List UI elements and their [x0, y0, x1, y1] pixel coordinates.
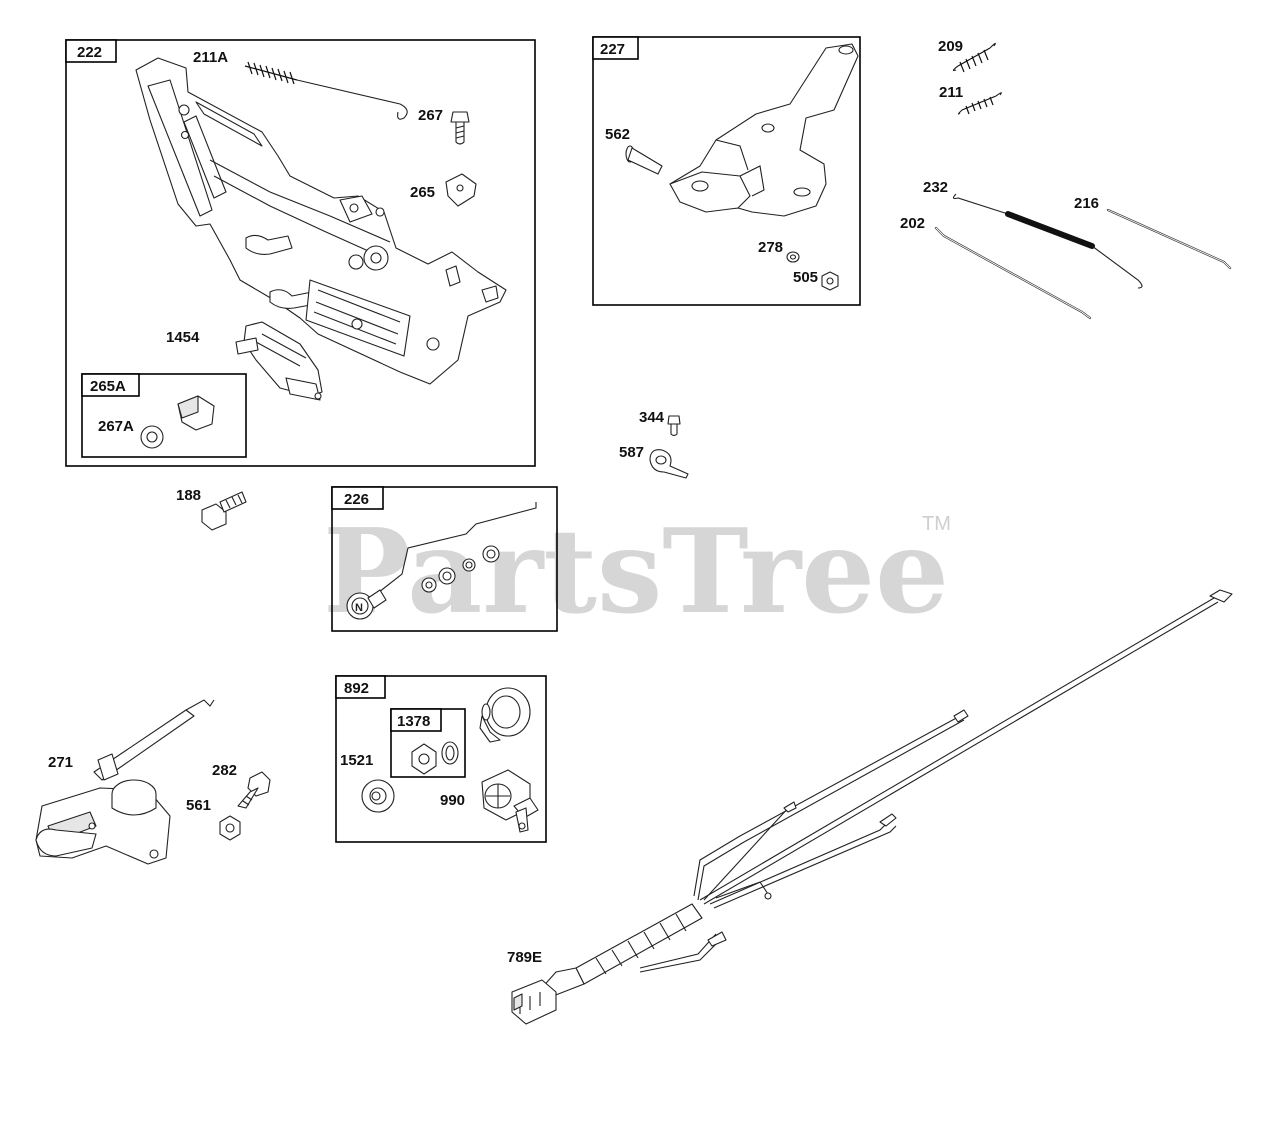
part-211A-spring[interactable] — [244, 61, 408, 120]
box-892-frame — [335, 675, 547, 843]
part-561-nut[interactable] — [219, 815, 241, 841]
part-1454-switch[interactable] — [235, 321, 323, 401]
label-265[interactable]: 265 — [410, 184, 435, 201]
label-562[interactable]: 562 — [605, 126, 630, 143]
part-267-bolt[interactable] — [450, 111, 470, 145]
box-265A-frame — [81, 373, 247, 458]
label-587[interactable]: 587 — [619, 444, 644, 461]
label-232[interactable]: 232 — [923, 179, 948, 196]
box-227-tag — [592, 36, 639, 60]
label-505[interactable]: 505 — [793, 269, 818, 286]
part-232-rod[interactable] — [952, 193, 1143, 289]
group-892: 892 1378 1521 9 — [335, 675, 547, 843]
svg-text:N: N — [355, 602, 363, 614]
box-226-frame — [331, 486, 558, 632]
part-209-spring[interactable] — [952, 42, 996, 73]
label-271[interactable]: 271 — [48, 754, 73, 771]
part-265-clip[interactable] — [445, 173, 477, 207]
part-344-screw[interactable] — [667, 415, 681, 437]
box-227-frame — [592, 36, 861, 306]
part-282-bolt[interactable] — [237, 771, 271, 809]
label-1521[interactable]: 1521 — [340, 752, 373, 769]
box-226-label[interactable]: 226 — [344, 491, 369, 508]
part-222-control-bracket[interactable] — [135, 57, 507, 385]
label-282[interactable]: 282 — [212, 762, 237, 779]
label-267A[interactable]: 267A — [98, 418, 134, 435]
box-892-label[interactable]: 892 — [344, 680, 369, 697]
label-211A[interactable]: 211A — [193, 49, 228, 66]
part-1521-bushing[interactable] — [361, 779, 395, 813]
label-216[interactable]: 216 — [1074, 195, 1099, 212]
part-505-nut[interactable] — [821, 271, 839, 291]
label-202[interactable]: 202 — [900, 215, 925, 232]
group-222: 222 211A 267 265 — [65, 39, 536, 467]
label-188[interactable]: 188 — [176, 487, 201, 504]
label-278[interactable]: 278 — [758, 239, 783, 256]
group-226: 226 N — [331, 486, 558, 632]
group-227: 227 562 278 505 — [592, 36, 861, 306]
part-1378-nut-washer[interactable] — [411, 741, 459, 775]
part-990-switch-key[interactable] — [481, 769, 539, 833]
part-892-ignition-switch[interactable] — [479, 687, 531, 743]
box-1378-label[interactable]: 1378 — [397, 713, 430, 730]
label-789E[interactable]: 789E — [507, 949, 542, 966]
part-211-spring[interactable] — [957, 92, 1002, 115]
part-265A-clip[interactable] — [177, 395, 215, 431]
label-344[interactable]: 344 — [639, 409, 665, 426]
box-222-tag — [65, 39, 117, 63]
box-1378-tag — [390, 708, 442, 732]
box-265A-tag — [81, 373, 140, 397]
label-267[interactable]: 267 — [418, 107, 443, 124]
part-789E-wiring-harness[interactable] — [511, 589, 1233, 1025]
box-265A-label[interactable]: 265A — [90, 378, 126, 395]
part-587-clamp[interactable] — [649, 449, 689, 479]
part-227-lever[interactable] — [669, 43, 859, 217]
part-278-washer[interactable] — [786, 251, 800, 263]
box-222-label[interactable]: 222 — [77, 44, 102, 61]
box-227-label[interactable]: 227 — [600, 41, 625, 58]
part-271-throttle-control[interactable] — [35, 699, 215, 865]
watermark-trademark: TM — [922, 513, 951, 535]
watermark: PartsTree — [323, 504, 949, 640]
part-226-choke-control[interactable]: N — [346, 502, 537, 620]
part-202-rod[interactable] — [934, 226, 1092, 320]
box-222-frame — [65, 39, 536, 467]
part-188-bolt[interactable] — [201, 491, 247, 531]
label-561[interactable]: 561 — [186, 797, 211, 814]
label-1454[interactable]: 1454 — [166, 329, 200, 346]
label-209[interactable]: 209 — [938, 38, 963, 55]
box-892-tag — [335, 675, 386, 699]
box-226-tag — [331, 486, 384, 510]
part-216-rod[interactable] — [1106, 208, 1232, 270]
label-990[interactable]: 990 — [440, 792, 465, 809]
label-211[interactable]: 211 — [939, 84, 963, 101]
part-267A-nut[interactable] — [140, 425, 164, 449]
part-562-pin[interactable] — [625, 145, 663, 175]
